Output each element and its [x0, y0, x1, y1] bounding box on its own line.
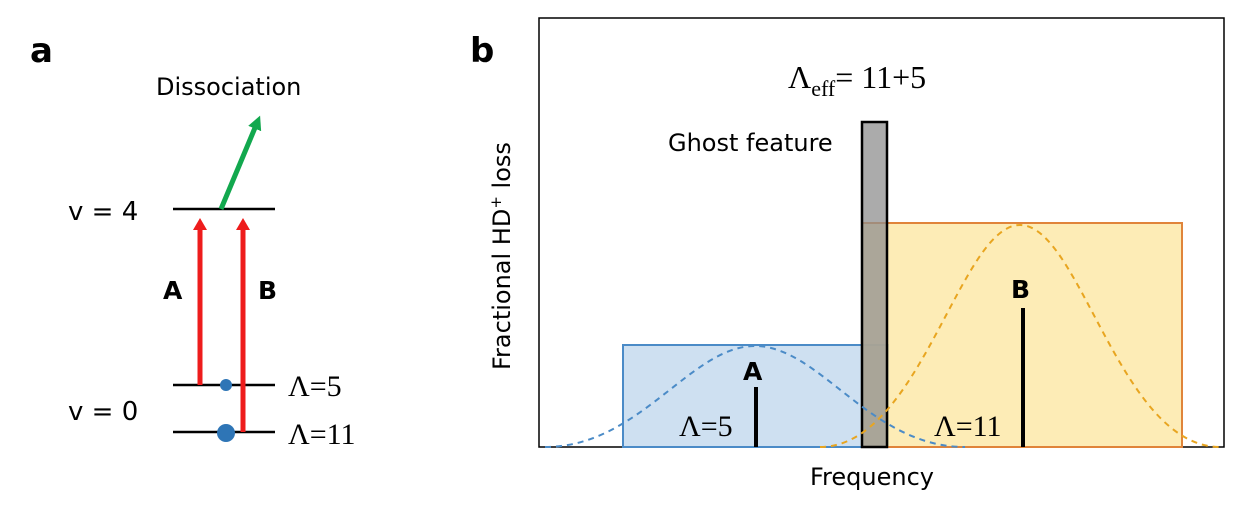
gaussian-b	[819, 223, 1221, 448]
lambda5-label: Λ=5	[288, 370, 342, 403]
v-lower-label: v = 0	[68, 397, 138, 427]
lambda11-label: Λ=11	[288, 418, 356, 451]
v-upper-label: v = 4	[68, 197, 138, 227]
population-dot-lambda5	[220, 379, 232, 391]
lambda5-plot-label: Λ=5	[679, 410, 733, 443]
ghost-feature-bar	[860, 120, 889, 449]
panel-a: a Dissociation v = 4 v = 0 A B Λ=5 Λ=11	[30, 31, 356, 451]
peak-a-label: A	[743, 357, 763, 386]
panel-b-label: b	[470, 31, 494, 71]
gaussian-a	[544, 344, 966, 448]
dissociation-label: Dissociation	[156, 73, 301, 101]
ghost-feature-label: Ghost feature	[668, 129, 833, 157]
y-axis-label: Fractional HD+ loss	[487, 142, 516, 370]
lambda-eff-label: Λeff= 11+5	[788, 59, 926, 101]
lambda11-plot-label: Λ=11	[934, 410, 1002, 443]
peak-b-label: B	[1011, 275, 1030, 304]
panel-a-label: a	[30, 31, 53, 71]
panel-b: b Fractional HD+ loss Frequency Λeff= 11…	[470, 17, 1225, 491]
transition-b-label: B	[258, 276, 277, 305]
transition-a-label: A	[163, 276, 183, 305]
dissociation-arrow	[218, 115, 262, 210]
x-axis-label: Frequency	[810, 463, 934, 491]
population-dot-lambda11	[217, 424, 235, 442]
